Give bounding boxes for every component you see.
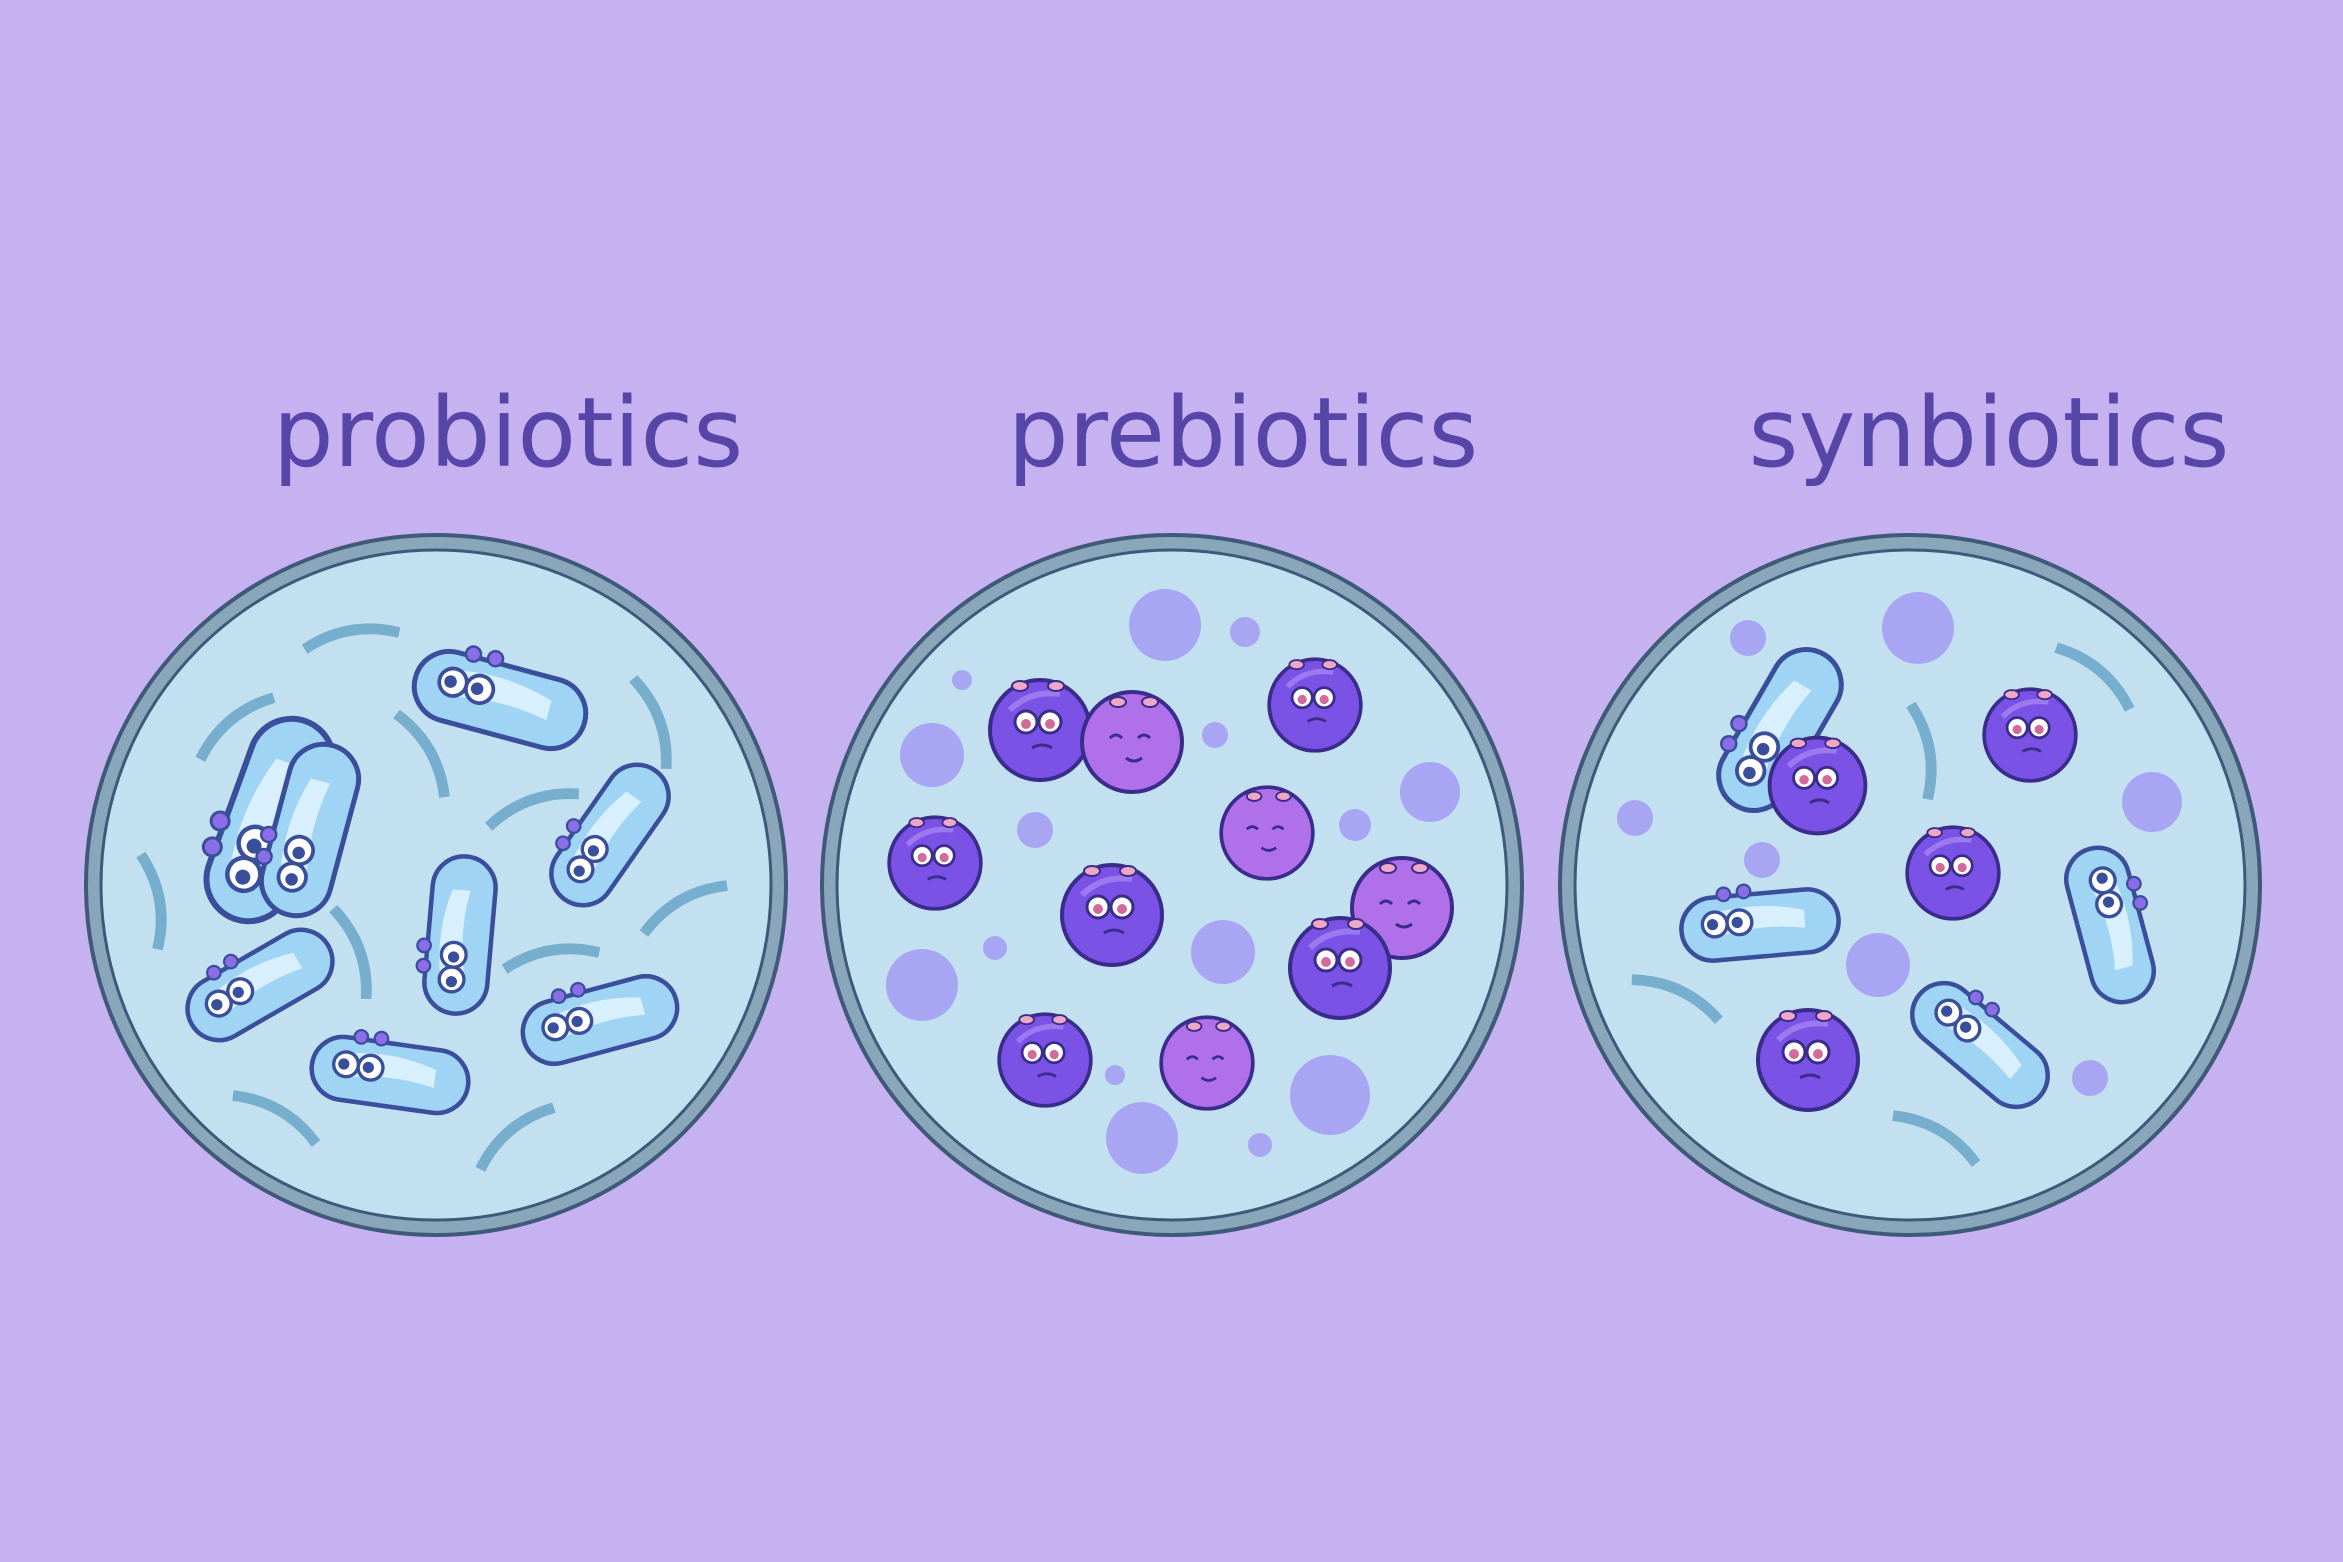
label-probiotics: probiotics: [272, 377, 744, 489]
petri-dish-prebiotics: [820, 533, 1524, 1237]
label-synbiotics: synbiotics: [1748, 377, 2230, 489]
label-prebiotics: prebiotics: [1007, 377, 1479, 489]
petri-dish-probiotics: [84, 533, 788, 1237]
petri-dish-synbiotics: [1558, 533, 2262, 1237]
fiber-particle-icon: [886, 589, 1460, 1174]
fiber-particle-icon: [1617, 592, 2182, 1096]
